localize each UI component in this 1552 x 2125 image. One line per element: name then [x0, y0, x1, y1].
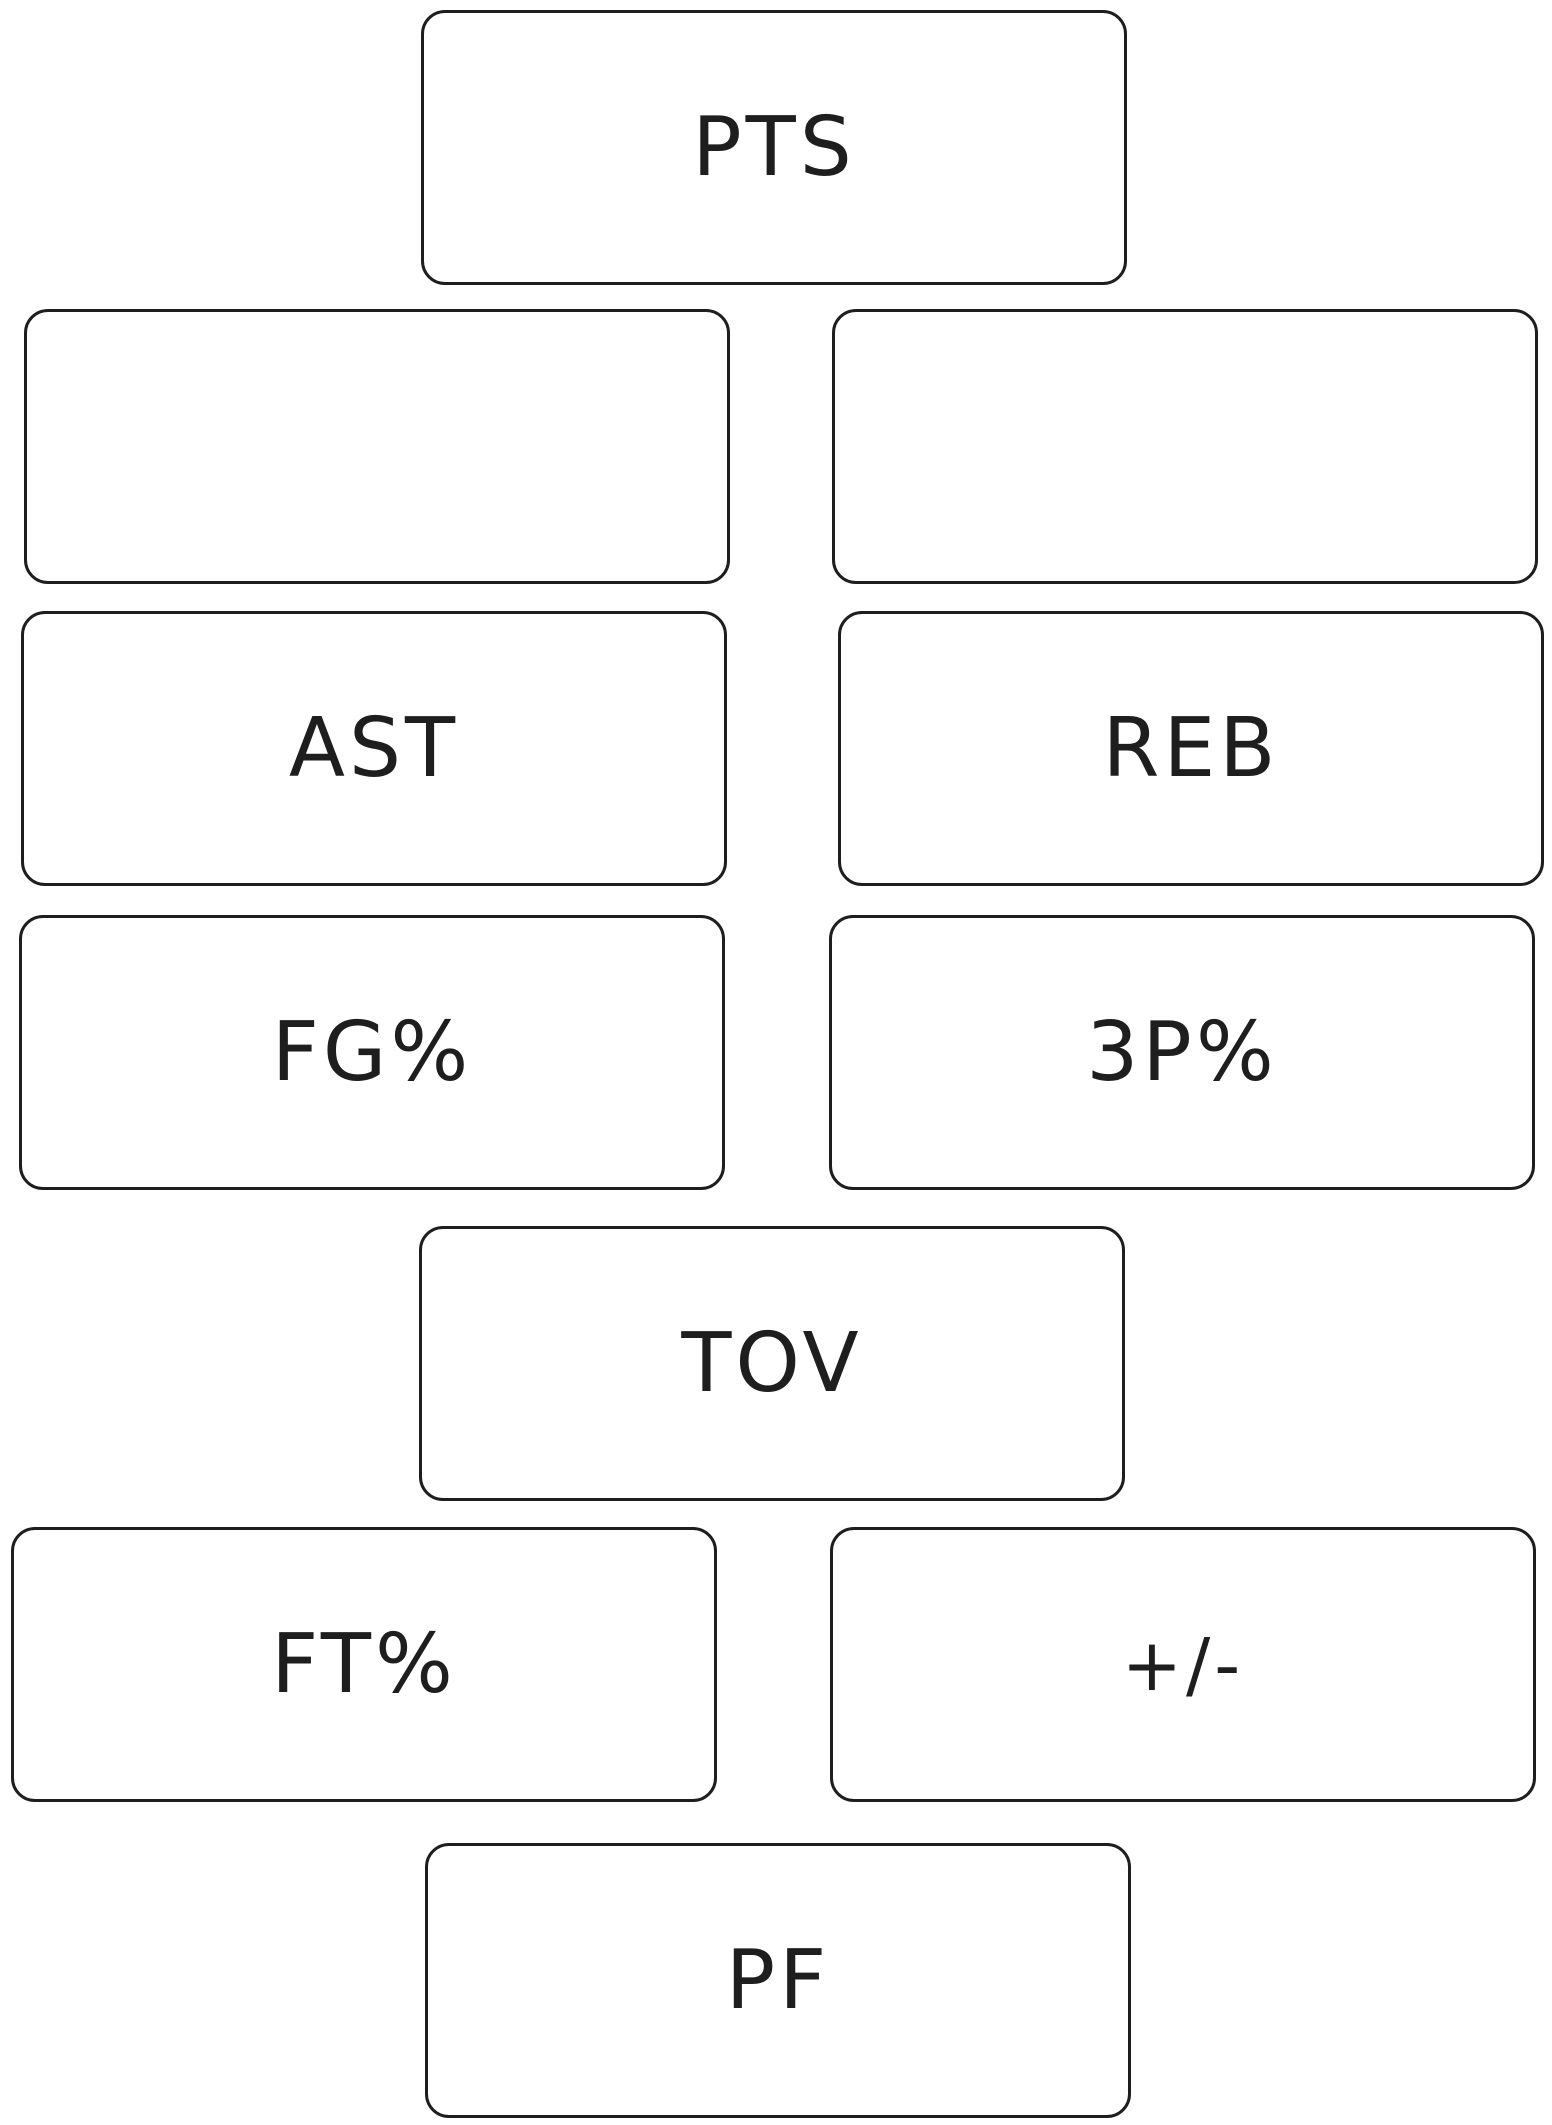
- stat-label-reb: REB: [1102, 700, 1280, 796]
- stat-box-3p-pct: 3P%: [829, 915, 1535, 1190]
- stat-label-plus-minus: +/-: [1121, 1622, 1245, 1707]
- empty-box-right: [832, 309, 1538, 584]
- stat-label-pts: PTS: [692, 99, 856, 195]
- stat-label-fg-pct: FG%: [271, 1004, 473, 1100]
- stat-box-reb: REB: [838, 611, 1544, 886]
- stat-label-pf: PF: [725, 1932, 831, 2028]
- stat-box-ft-pct: FT%: [11, 1527, 717, 1802]
- stat-box-plus-minus: +/-: [830, 1527, 1536, 1802]
- stat-box-tov: TOV: [419, 1226, 1125, 1501]
- stat-box-pts: PTS: [421, 10, 1127, 285]
- stat-label-ast: AST: [288, 700, 460, 796]
- stat-box-fg-pct: FG%: [19, 915, 725, 1190]
- stat-box-ast: AST: [21, 611, 727, 886]
- stat-label-ft-pct: FT%: [271, 1616, 457, 1712]
- empty-box-left: [24, 309, 730, 584]
- stat-label-3p-pct: 3P%: [1086, 1004, 1278, 1100]
- stat-box-pf: PF: [425, 1843, 1131, 2118]
- stat-label-tov: TOV: [681, 1315, 863, 1411]
